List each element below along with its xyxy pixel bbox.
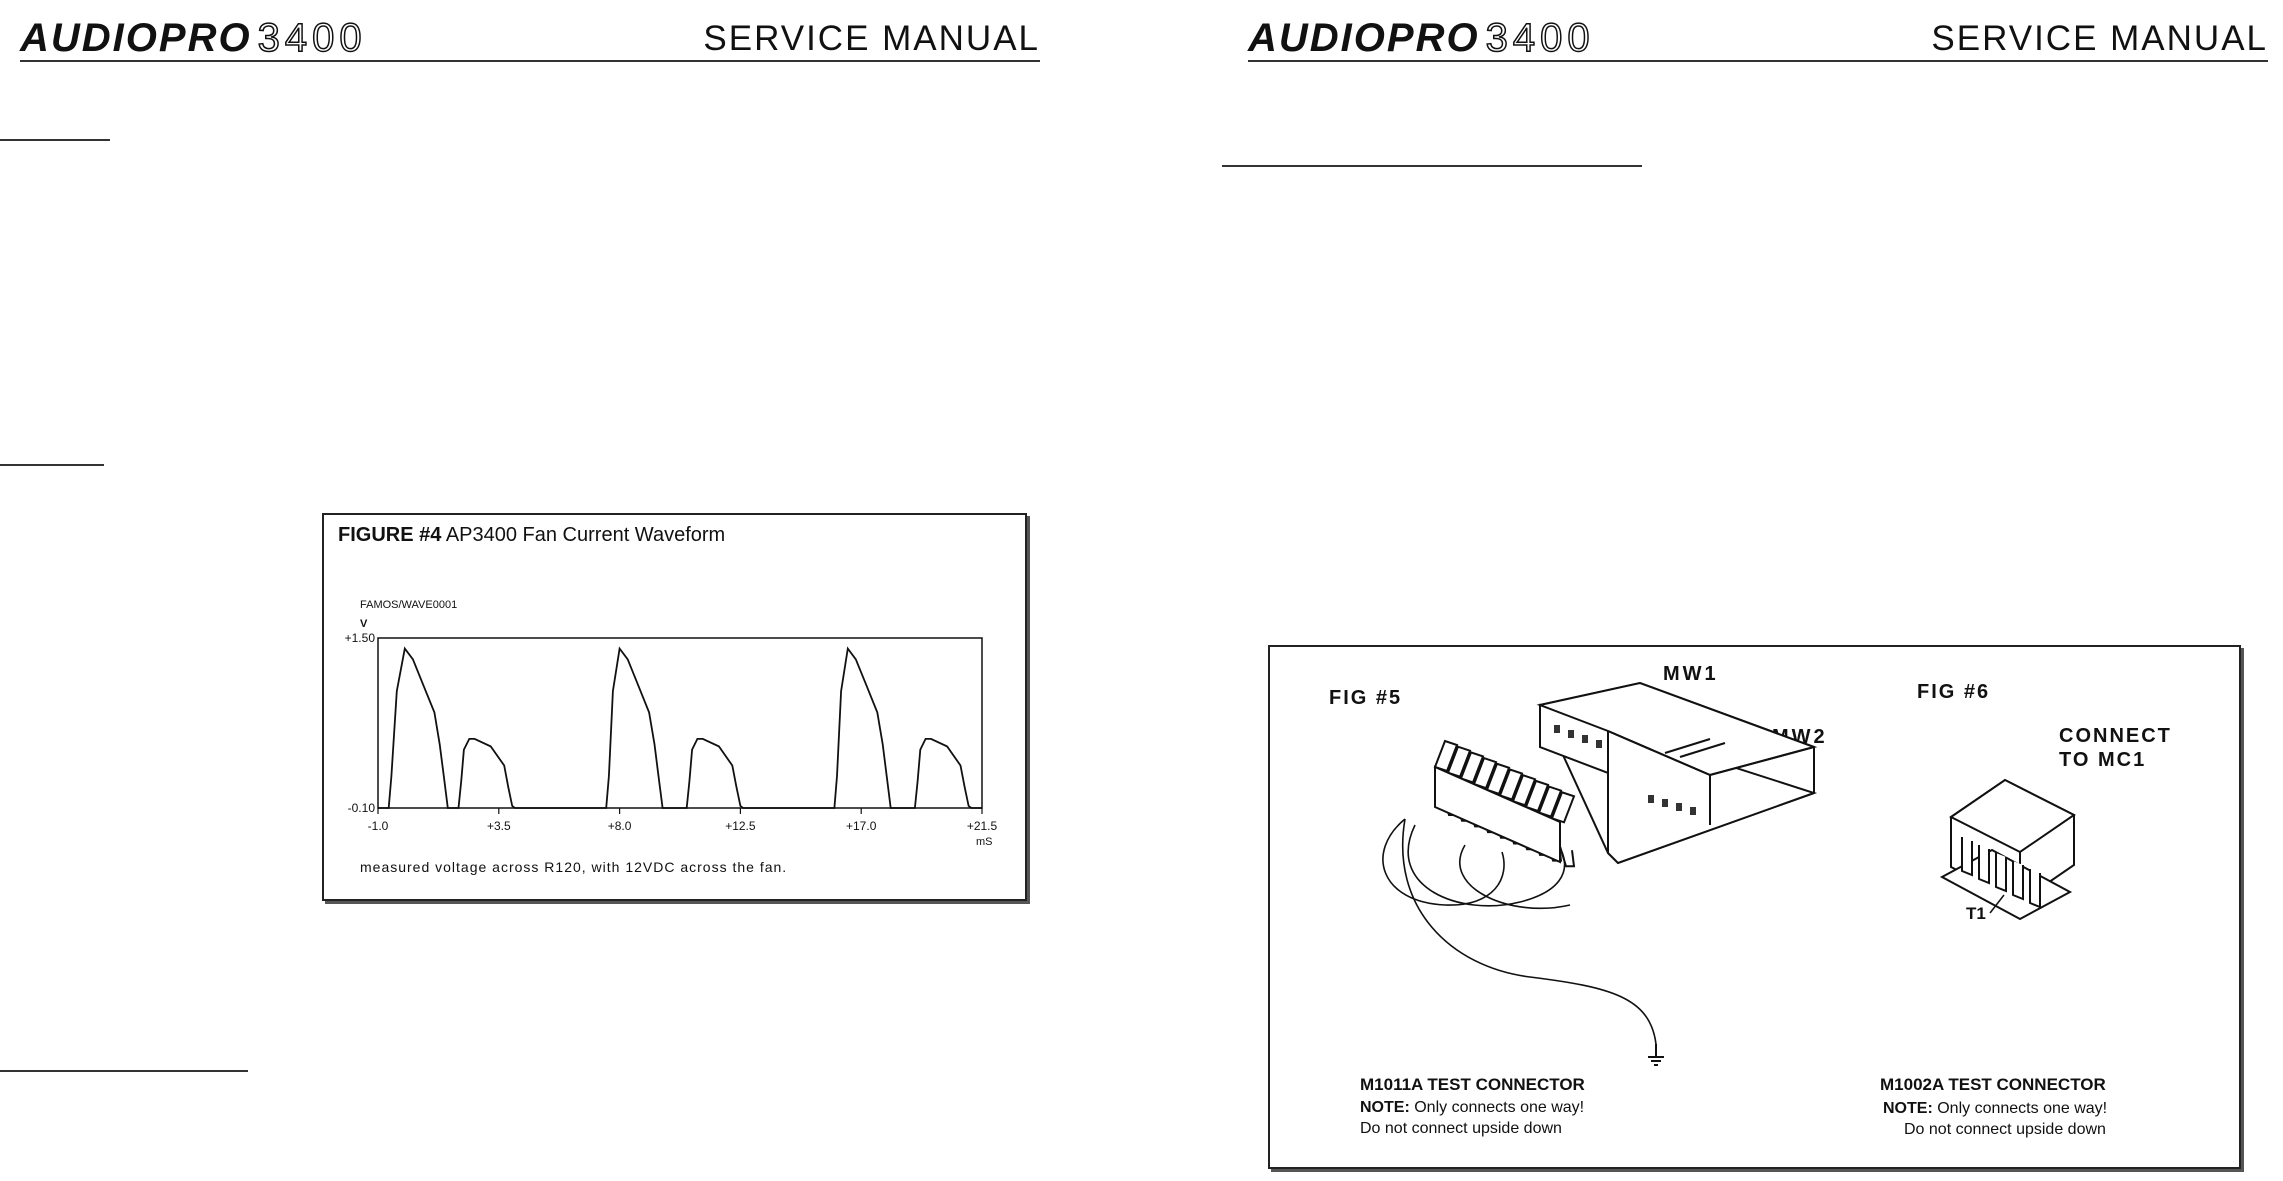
waveform-source-label: FAMOS/WAVE0001 (360, 599, 457, 611)
fig6-label: FIG #6 (1917, 681, 1990, 703)
y-tick-label: +1.50 (345, 631, 376, 645)
ground-symbol (1648, 1044, 1664, 1066)
connector-fin (1978, 845, 1990, 885)
waveform-chart: FAMOS/WAVE0001 V +1.50 -0.10 -1.0 +3.5 +8.0… (345, 599, 998, 875)
mw-connector-housing (1536, 681, 1818, 865)
x-tick-label: +21.5 (967, 819, 998, 833)
m1002a-connector (1939, 778, 2076, 921)
header-rule (20, 60, 1040, 62)
x-tick-label: +8.0 (608, 819, 632, 833)
m1011a-note-line2: Do not connect upside down (1360, 1120, 1562, 1137)
mw-pin-holes (1554, 725, 1696, 815)
y-tick-labels: +1.50 -0.10 (345, 631, 376, 815)
connect-label-line2: TO MC1 (2059, 749, 2146, 771)
waveform-line (378, 646, 982, 809)
connector-fin (1995, 853, 2007, 893)
connect-label-line1: CONNECT (2059, 725, 2172, 747)
x-tick-label: +17.0 (846, 819, 877, 833)
header-rule (1248, 60, 2268, 62)
y-unit-label: V (360, 618, 368, 630)
section-heading-underline-2 (0, 464, 104, 466)
figure-5-6-box: FIG #5 FIG #6 MW1 MW2 CONNECT TO MC1 T1 (1268, 645, 2241, 1169)
header-title: SERVICE MANUAL (1931, 19, 2268, 58)
header-title: SERVICE MANUAL (703, 19, 1040, 58)
m1002a-note: NOTE: Only connects one way! (1883, 1100, 2107, 1117)
x-tick-labels: -1.0 +3.5 +8.0 +12.5 +17.0 +21.5 (368, 808, 998, 833)
y-tick-label: -0.10 (348, 801, 376, 815)
connector-fin (2012, 861, 2024, 901)
x-tick-label: +12.5 (725, 819, 756, 833)
test-wires (1382, 818, 1657, 1045)
section-heading-underline-1 (0, 139, 110, 141)
m1011a-note: NOTE: Only connects one way! (1360, 1099, 1584, 1116)
section-heading-underline-3 (0, 1070, 248, 1072)
waveform-caption: measured voltage across R120, with 12VDC… (360, 859, 787, 875)
fig5-label: FIG #5 (1329, 687, 1402, 709)
m1011a-title: M1011A TEST CONNECTOR (1360, 1075, 1585, 1094)
x-tick-label: +3.5 (487, 819, 511, 833)
connector-fin (2029, 869, 2041, 909)
m1002a-title: M1002A TEST CONNECTOR (1880, 1075, 2106, 1094)
plot-frame (377, 637, 983, 809)
mw1-label: MW1 (1663, 663, 1719, 685)
figure-4-title: FIGURE #4 AP3400 Fan Current Waveform (338, 524, 726, 546)
connector-fin (1961, 837, 1973, 877)
t1-label: T1 (1966, 904, 1986, 923)
m1011a-plug (1433, 739, 1576, 868)
t1-leader (1989, 894, 2005, 914)
test-connector-diagram: FIG #5 FIG #6 MW1 MW2 CONNECT TO MC1 T1 (1329, 663, 2172, 1138)
figure-4-box: FIGURE #4 AP3400 Fan Current Waveform FA… (322, 513, 1027, 901)
m1002a-note-line2: Do not connect upside down (1904, 1121, 2106, 1138)
section-heading-underline (1222, 165, 1642, 167)
x-unit-label: mS (976, 836, 993, 848)
x-tick-label: -1.0 (368, 819, 389, 833)
